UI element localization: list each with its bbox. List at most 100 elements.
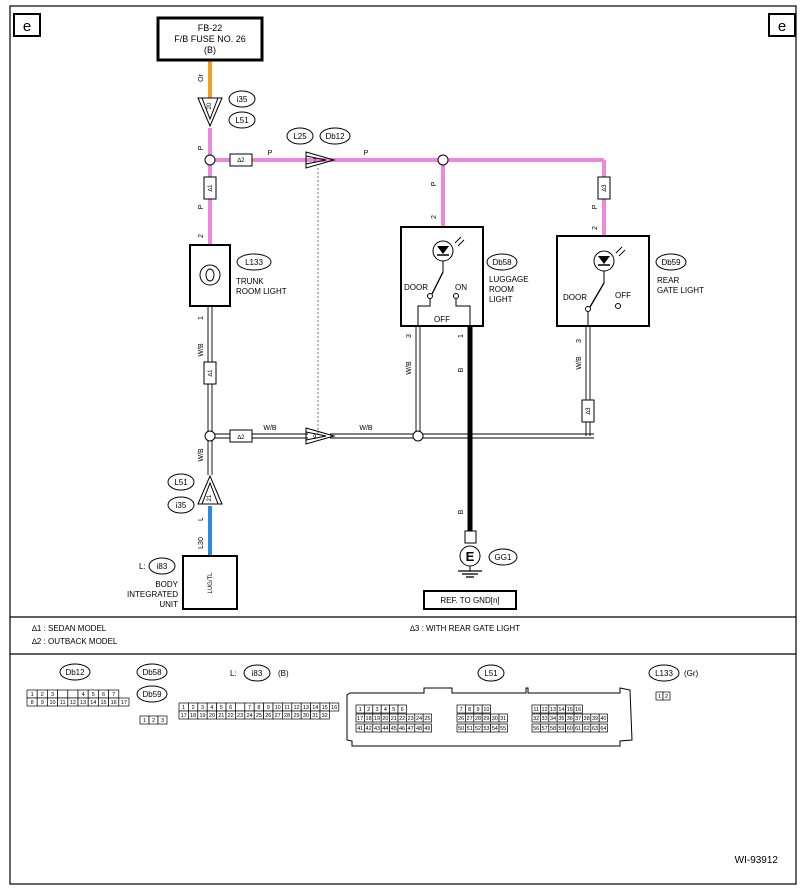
body-unit-label-2: INTEGRATED: [127, 590, 178, 599]
body-unit-pin: LUG/TL: [208, 572, 214, 594]
cv-label-l133: L133: [655, 669, 673, 678]
wire-label-wb-4: W/B: [359, 425, 373, 432]
l51-pin-29: 29: [483, 716, 489, 722]
junction-1: [204, 154, 216, 166]
note-2-text-a: ∆2: [237, 157, 245, 164]
i83-pin-23: 23: [237, 713, 243, 719]
fuse-line3: (B): [204, 45, 216, 55]
cv-label-i83: i83: [252, 669, 263, 678]
l51-pin-38: 38: [584, 716, 590, 722]
cv-oval-db12: [59, 663, 91, 681]
oval-l51-top: [228, 111, 256, 129]
page-border: [9, 5, 797, 885]
db12-pin-10: 10: [49, 700, 55, 706]
label-i35-bottom: i35: [176, 501, 187, 510]
l51-pin-23: 23: [408, 716, 414, 722]
i83-pin-22: 22: [228, 713, 234, 719]
db12-pin-11: 11: [60, 700, 66, 706]
i83-pin-19: 19: [199, 713, 205, 719]
pin-7: 7: [313, 159, 317, 165]
label-l133: L133: [245, 258, 263, 267]
wire-label-b-2: B: [458, 509, 465, 514]
l51-pin-64: 64: [600, 726, 606, 732]
i83-pin-14: 14: [312, 705, 318, 711]
l51-pin-16: 16: [575, 707, 581, 713]
pin-9: 9: [313, 435, 317, 441]
db12-pin-2: 2: [41, 692, 44, 698]
l51-pin-62: 62: [584, 726, 590, 732]
l51-pin-28: 28: [475, 716, 481, 722]
pin-reargate-2: 2: [592, 226, 599, 230]
l51-pin-9: 9: [476, 707, 479, 713]
label-i83: i83: [157, 562, 168, 571]
cv-suffix-i83: (B): [278, 669, 289, 678]
trunk-light-label-1: TRUNK: [236, 277, 264, 286]
l51-cell: [498, 713, 508, 723]
db12-pin-7: 7: [112, 692, 115, 698]
body-unit-box: [182, 555, 238, 610]
l51-pin-39: 39: [592, 716, 598, 722]
label-i35-top: i35: [237, 95, 248, 104]
l51-cell: [498, 723, 508, 733]
reargate-label-2: GATE LIGHT: [657, 286, 704, 295]
wire-label-wb-3: W/B: [263, 425, 277, 432]
connector-arrow-7: 7: [305, 151, 336, 169]
l51-pin-34: 34: [550, 716, 556, 722]
db12-pin-5: 5: [92, 692, 95, 698]
cv-label-db12: Db12: [65, 668, 85, 677]
i83-pin-16: 16: [331, 705, 337, 711]
corner-e-right-text: e: [778, 18, 786, 35]
l51-pin-52: 52: [475, 726, 481, 732]
db58-pin-1: 1: [143, 718, 146, 724]
bulb-filament-icon: [205, 268, 215, 282]
l51-pin-19: 19: [374, 716, 380, 722]
i83-pin-28: 28: [284, 713, 290, 719]
db12-pin-13: 13: [80, 700, 86, 706]
l51-pin-21: 21: [391, 716, 397, 722]
light-rays-luggage: [454, 236, 465, 247]
l51-cell: [598, 723, 608, 733]
body-unit-prefix: L:: [139, 562, 146, 571]
cv-label-db59: Db59: [142, 690, 162, 699]
l51-pin-30: 30: [492, 716, 498, 722]
cv-oval-l133: [648, 664, 680, 682]
pin-luggage-3: 3: [406, 334, 413, 338]
l51-pin-36: 36: [567, 716, 573, 722]
l51-pin-20: 20: [382, 716, 388, 722]
note-marker-3-vertical: ∆3: [597, 176, 611, 200]
l51-pin-46: 46: [399, 726, 405, 732]
wire-label-wb-1: W/B: [198, 343, 205, 357]
l51-pin-56: 56: [533, 726, 539, 732]
db12-pin-9: 9: [41, 700, 44, 706]
i83-pin-31: 31: [312, 713, 318, 719]
note-1-text-b: ∆1: [207, 369, 214, 377]
ground-ref-box: [423, 590, 517, 610]
oval-gg1: [488, 548, 518, 566]
l51-pin-4: 4: [384, 707, 387, 713]
db12-cell: [67, 689, 79, 699]
oval-l25: [286, 127, 314, 145]
l51-pin-12: 12: [542, 707, 548, 713]
cv-oval-db59: [136, 685, 168, 703]
i83-pin-27: 27: [275, 713, 281, 719]
luggage-off-label: OFF: [434, 315, 450, 324]
db58-pin-2: 2: [152, 718, 155, 724]
db12-pin-4: 4: [82, 692, 85, 698]
wire-label-p-2: P: [198, 204, 205, 209]
i83-cell: [235, 702, 246, 712]
l51-pin-17: 17: [357, 716, 363, 722]
l51-pin-13: 13: [550, 707, 556, 713]
l51-pin-26: 26: [458, 716, 464, 722]
legend-note-3: ∆3 : WITH REAR GATE LIGHT: [410, 624, 520, 633]
cv-oval-i83: [243, 664, 271, 682]
corner-e-left: [13, 13, 41, 37]
i83-pin-4: 4: [210, 705, 213, 711]
label-l51-top: L51: [235, 116, 249, 125]
db12-pin-15: 15: [100, 700, 106, 706]
l51-pin-5: 5: [392, 707, 395, 713]
l51-pin-48: 48: [416, 726, 422, 732]
label-gg1: GG1: [495, 553, 512, 562]
i83-pin-2: 2: [192, 705, 195, 711]
